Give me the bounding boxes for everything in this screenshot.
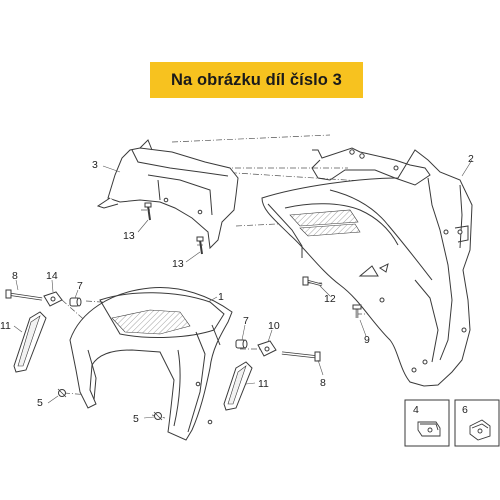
callout-6: 6 [462,404,468,416]
part-11-pad-right [223,361,253,411]
fasteners [5,202,362,421]
callout-8-right: 8 [320,377,326,389]
callout-13-upper: 13 [123,230,135,242]
callout-7-right: 7 [243,315,249,327]
part-7-spacer-left [69,297,82,307]
callout-5-left: 5 [37,397,43,409]
callout-13-lower: 13 [172,258,184,270]
callout-5-bottom: 5 [133,413,139,425]
inset-part-4: 4 [404,399,450,447]
callout-3: 3 [92,159,98,171]
part-1-front-fender [69,287,233,441]
part-9-screw [352,304,362,318]
callout-labels: 3 2 13 13 1 8 14 7 12 11 7 10 9 8 11 5 5 [0,153,474,425]
part-13-screw-upper [144,202,152,221]
callout-14: 14 [46,270,58,282]
part-12-screw [302,276,323,287]
part-8-bolt-right [281,351,321,362]
callout-11-left: 11 [0,320,11,332]
part-5-screw-bottom [153,411,163,421]
part-5-screw-left [57,388,67,398]
leader-lines [13,159,473,419]
part-13-screw-lower [196,236,204,255]
part-7-spacer-right [235,339,248,349]
clip-nut-icon [417,421,441,437]
callout-10: 10 [268,320,280,332]
inset-part-6: 6 [454,399,500,447]
callout-9: 9 [364,334,370,346]
page-title: Na obrázku díl číslo 3 [171,70,342,89]
callout-8-left: 8 [12,270,18,282]
part-3-inner-panel [96,139,239,250]
callout-11-right: 11 [258,378,269,390]
callout-12: 12 [324,293,336,305]
callout-7-left: 7 [77,280,83,292]
part-2-rear-panel [261,147,473,387]
part-14-clip-left [43,291,63,307]
callout-2: 2 [468,153,474,165]
speed-nut-icon [469,419,491,441]
part-8-bolt-left [5,289,43,301]
part-10-clip-right [257,340,277,357]
callout-1: 1 [218,291,224,303]
page-title-banner: Na obrázku díl číslo 3 [150,62,363,98]
callout-4: 4 [413,404,419,416]
part-11-pad-left [13,311,47,373]
